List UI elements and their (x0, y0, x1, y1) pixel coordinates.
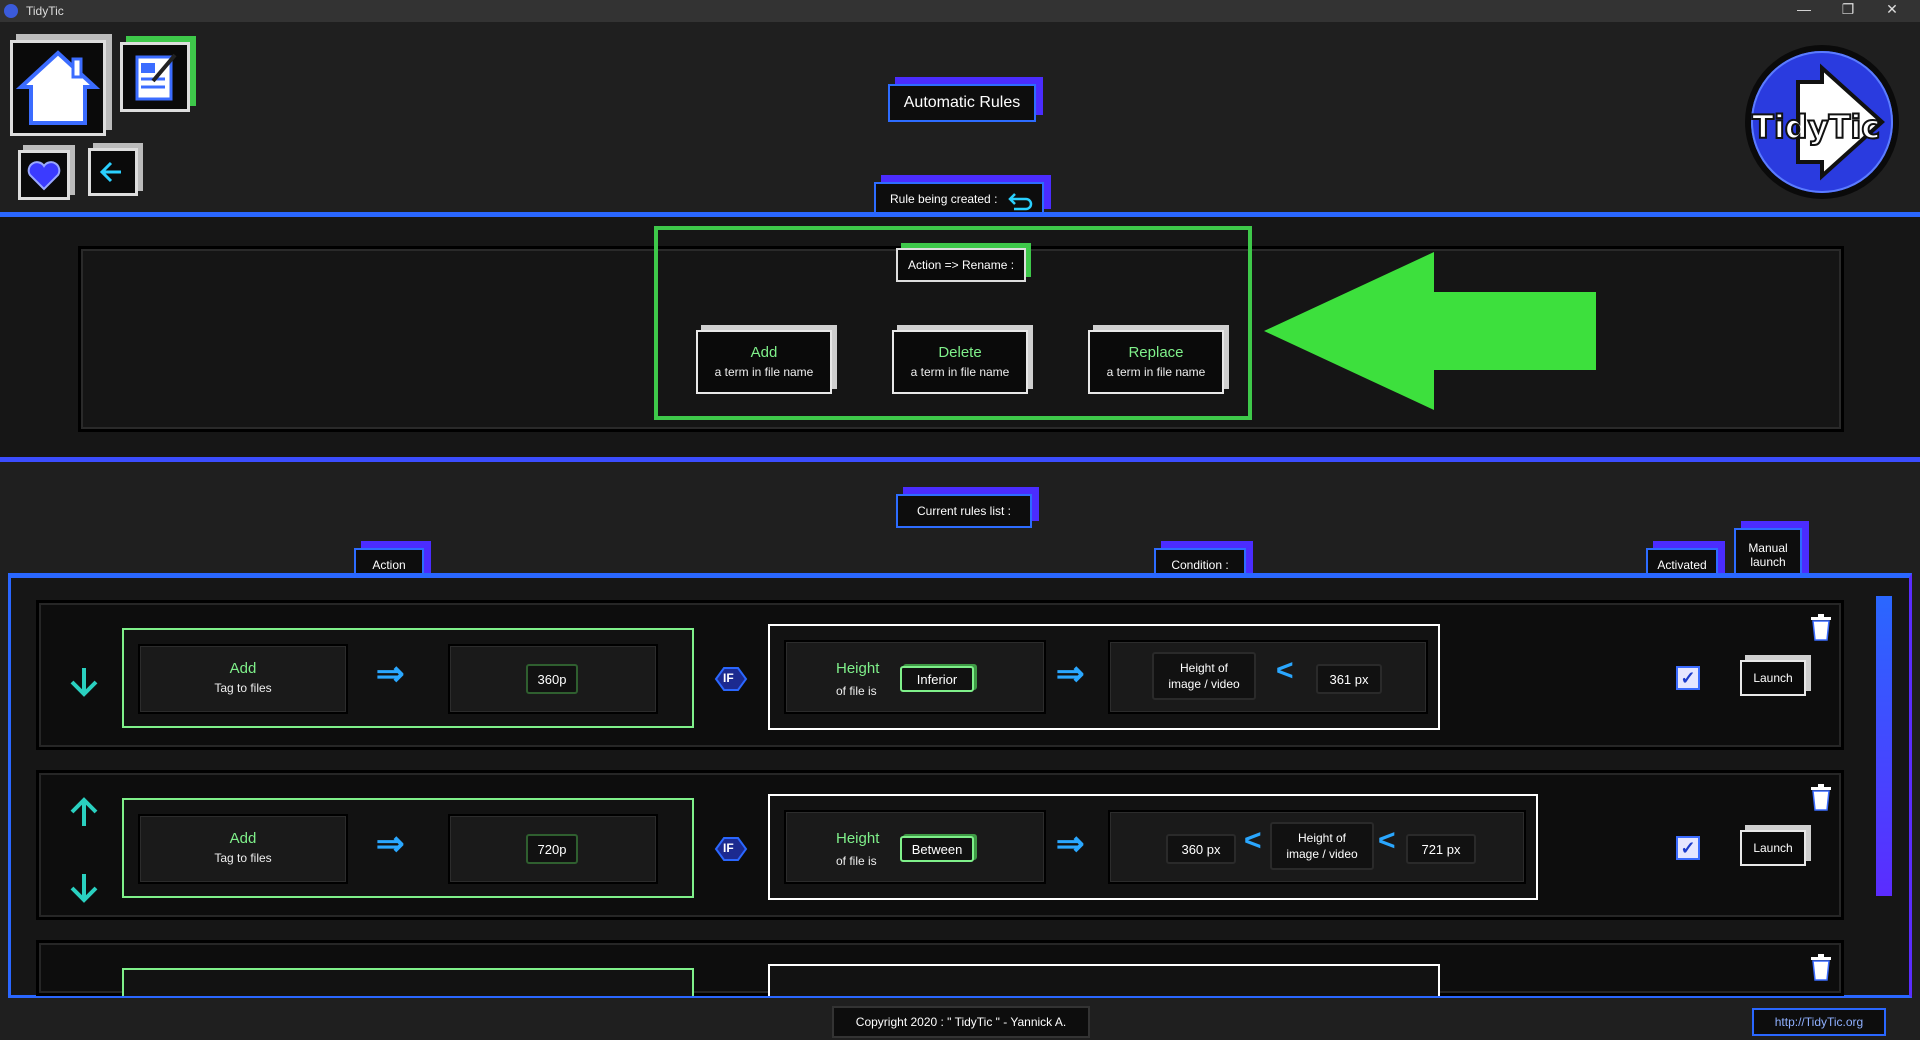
rule-2-low-value: 360 px (1166, 834, 1236, 864)
restore-button[interactable]: ❐ (1841, 1, 1855, 17)
window-titlebar: TidyTic — ❐ ✕ (0, 0, 1920, 22)
rule-1-cond-operator[interactable]: Inferior (900, 666, 974, 692)
add-term-sub: a term in file name (714, 365, 814, 379)
undo-icon[interactable] (1004, 189, 1034, 211)
footer-website-link[interactable]: http://TidyTic.org (1752, 1008, 1886, 1036)
rule-1-action-title: Add (229, 660, 257, 677)
rules-list-scrollbar[interactable] (1876, 596, 1892, 896)
rule-2-activated-checkbox[interactable]: ✓ (1676, 836, 1700, 860)
rule-1-action-value: 360p (526, 664, 578, 694)
favorites-button[interactable] (18, 150, 70, 200)
close-button[interactable]: ✕ (1886, 1, 1898, 17)
rule-3-delete-icon[interactable] (1808, 952, 1834, 982)
rule-2-launch-button[interactable]: Launch (1740, 830, 1806, 866)
back-button[interactable] (88, 148, 138, 196)
app-logo-icon (4, 4, 18, 18)
edit-document-icon (135, 53, 177, 101)
rule-1-activated-checkbox[interactable]: ✓ (1676, 666, 1700, 690)
rule-2-cond-operator[interactable]: Between (900, 836, 974, 862)
heart-icon (27, 161, 61, 191)
rule-creation-text: Rule being created : (890, 192, 998, 206)
move-down-icon[interactable] (66, 664, 102, 700)
rule-1-cond-arrow-icon: ⇒ (1056, 655, 1085, 693)
footer-copyright: Copyright 2020 : " TidyTic " - Yannick A… (832, 1006, 1090, 1038)
rule-2-subject: Height of image / video (1270, 822, 1374, 870)
rule-1-launch-button[interactable]: Launch (1740, 660, 1806, 696)
arrow-left-icon (99, 161, 121, 183)
rule-2-delete-icon[interactable] (1808, 782, 1834, 812)
rule-2-action-value: 720p (526, 834, 578, 864)
rule-1-less-than-icon: < (1276, 654, 1294, 687)
add-term-button[interactable]: Add a term in file name (696, 330, 832, 394)
home-button[interactable] (10, 40, 106, 136)
rule-1-if-text: IF (723, 671, 734, 685)
rule-2-less-than-2-icon: < (1378, 824, 1396, 857)
rule-1-if-badge: IF (714, 666, 748, 692)
home-icon (15, 50, 101, 125)
rule-2-action-title: Add (229, 830, 257, 847)
replace-term-button[interactable]: Replace a term in file name (1088, 330, 1224, 394)
rule-1-arrow-icon: ⇒ (376, 655, 405, 693)
window-title: TidyTic (26, 4, 64, 18)
rule-1-subject: Height of image / video (1152, 652, 1256, 700)
rule-3-action-box[interactable] (122, 968, 694, 996)
rule-1-action-sub: Tag to files (214, 681, 272, 695)
rule-1-cond-title: Height (836, 660, 880, 677)
if-icon (714, 837, 748, 861)
rule-2-cond-sub: of file is (836, 854, 877, 868)
rule-2-high-value: 721 px (1406, 834, 1476, 864)
rule-2-less-than-icon: < (1244, 824, 1262, 857)
delete-term-button[interactable]: Delete a term in file name (892, 330, 1028, 394)
rule-2-action-cell: Add Tag to files (138, 814, 348, 884)
rule-2-if-text: IF (723, 841, 734, 855)
delete-term-title: Delete (938, 344, 982, 361)
rule-1-action-cell: Add Tag to files (138, 644, 348, 714)
add-term-title: Add (750, 344, 778, 361)
delete-term-sub: a term in file name (910, 365, 1010, 379)
rule-2-action-sub: Tag to files (214, 851, 272, 865)
rule-creation-label: Rule being created : (874, 182, 1044, 216)
rule-1-value: 361 px (1316, 664, 1382, 694)
move-up-icon[interactable] (66, 794, 102, 830)
rule-2-if-badge: IF (714, 836, 748, 862)
if-icon (714, 667, 748, 691)
rules-editor-button[interactable] (120, 42, 190, 112)
action-rename-label: Action => Rename : (896, 248, 1026, 282)
annotation-arrow-icon (1264, 252, 1596, 410)
replace-term-sub: a term in file name (1106, 365, 1206, 379)
rule-2-cond-title: Height (836, 830, 880, 847)
rule-2-cond-arrow-icon: ⇒ (1056, 825, 1085, 863)
minimize-button[interactable]: — (1797, 1, 1811, 17)
move-down-icon[interactable] (66, 870, 102, 906)
tidytic-logo-icon: TidyTic (1745, 45, 1899, 199)
rule-3-condition-box[interactable] (768, 964, 1440, 996)
page-title: Automatic Rules (888, 84, 1036, 122)
rules-list-label: Current rules list : (896, 494, 1032, 528)
rule-2-arrow-icon: ⇒ (376, 825, 405, 863)
rule-1-cond-sub: of file is (836, 684, 877, 698)
tidytic-logo: TidyTic (1742, 42, 1902, 202)
logo-text: TidyTic (1752, 108, 1880, 146)
action-highlight-box (654, 226, 1252, 420)
replace-term-title: Replace (1128, 344, 1184, 361)
rule-1-delete-icon[interactable] (1808, 612, 1834, 642)
